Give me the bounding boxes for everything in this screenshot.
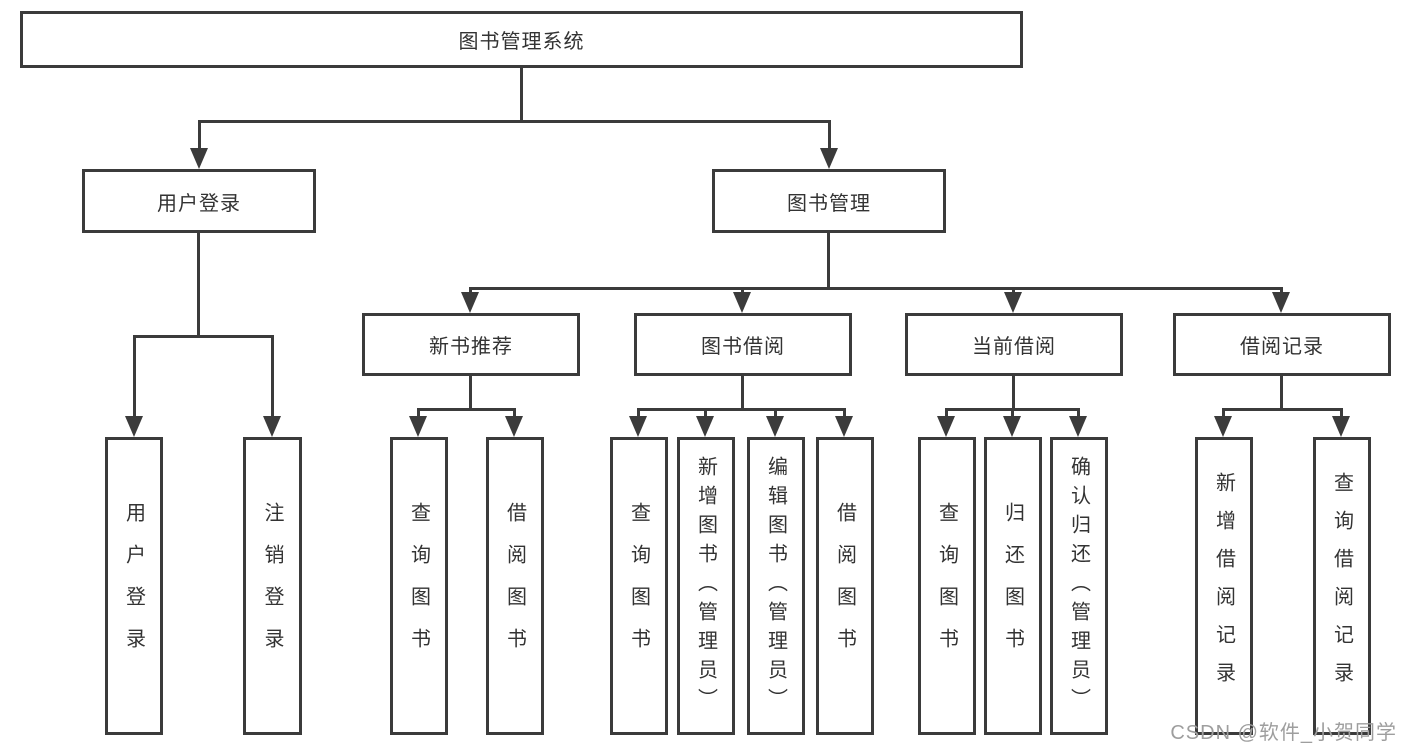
- connector-root-rail: [198, 120, 831, 123]
- connector-user-login-stem: [197, 233, 200, 335]
- leaf-add-books-admin: 新增图书（管理员）: [677, 437, 735, 735]
- node-new-book-recommend: 新书推荐: [362, 313, 580, 376]
- connector-drop-book-management: [828, 120, 831, 150]
- connector-drop: [774, 408, 777, 418]
- connector-borrow-records-stem: [1280, 376, 1283, 408]
- connector-borrow-records-rail: [1222, 408, 1343, 411]
- node-book-borrow: 图书借阅: [634, 313, 852, 376]
- arrowhead-book-management: [820, 148, 838, 169]
- connector-drop: [1340, 408, 1343, 418]
- arrowhead: [766, 416, 784, 437]
- node-label: 借阅记录: [1240, 336, 1324, 358]
- arrowhead: [1069, 416, 1087, 437]
- connector-drop: [945, 408, 948, 418]
- leaf-query-books-current: 查询图书: [918, 437, 976, 735]
- leaf-label: 新增借阅记录: [1212, 472, 1235, 700]
- arrowhead-borrow-records: [1272, 292, 1290, 313]
- connector-drop: [1077, 408, 1080, 418]
- leaf-label: 确认归还（管理员）: [1067, 455, 1090, 717]
- arrowhead-new-book: [461, 292, 479, 313]
- connector-current-borrow-stem: [1012, 376, 1015, 408]
- arrowhead: [1214, 416, 1232, 437]
- connector-drop-current-borrow: [1012, 287, 1015, 295]
- node-label: 图书管理: [787, 192, 871, 215]
- connector-drop: [637, 408, 640, 418]
- node-book-management: 图书管理: [712, 169, 946, 233]
- node-label: 新书推荐: [429, 336, 513, 358]
- connector-root-stem: [520, 68, 523, 120]
- leaf-return-books: 归还图书: [984, 437, 1042, 735]
- arrowhead-leaf-user-login: [125, 416, 143, 437]
- node-label: 用户登录: [157, 192, 241, 215]
- leaf-user-login: 用户登录: [105, 437, 163, 735]
- connector-drop: [704, 408, 707, 418]
- connector-drop: [843, 408, 846, 418]
- connector-drop-leaf-logout: [271, 335, 274, 418]
- arrowhead: [409, 416, 427, 437]
- connector-book-borrow-rail: [637, 408, 846, 411]
- connector-drop: [1011, 408, 1014, 418]
- arrowhead: [505, 416, 523, 437]
- connector-book-management-rail: [469, 287, 1283, 290]
- connector-drop: [1222, 408, 1225, 418]
- arrowhead: [629, 416, 647, 437]
- leaf-label: 归还图书: [1001, 502, 1024, 670]
- leaf-label: 新增图书（管理员）: [694, 455, 717, 717]
- leaf-label: 用户登录: [122, 502, 145, 670]
- leaf-label: 查询借阅记录: [1330, 472, 1353, 700]
- leaf-label: 编辑图书（管理员）: [764, 455, 787, 717]
- arrowhead-book-borrow: [733, 292, 751, 313]
- arrowhead-user-login: [190, 148, 208, 169]
- leaf-borrow-books: 借阅图书: [816, 437, 874, 735]
- leaf-logout: 注销登录: [243, 437, 302, 735]
- leaf-label: 查询图书: [627, 502, 650, 670]
- leaf-query-books-recommend: 查询图书: [390, 437, 448, 735]
- leaf-edit-books-admin: 编辑图书（管理员）: [747, 437, 805, 735]
- node-label: 当前借阅: [972, 336, 1056, 358]
- leaf-label: 借阅图书: [503, 502, 526, 670]
- arrowhead: [696, 416, 714, 437]
- connector-drop-leaf-user-login: [133, 335, 136, 418]
- connector-user-login-rail: [133, 335, 274, 338]
- node-label: 图书借阅: [701, 336, 785, 358]
- arrowhead: [1332, 416, 1350, 437]
- node-library-system-root: 图书管理系统: [20, 11, 1023, 68]
- csdn-watermark: CSDN @软件_小贺同学: [1170, 722, 1397, 744]
- leaf-label: 注销登录: [261, 502, 283, 670]
- leaf-query-borrow-record: 查询借阅记录: [1313, 437, 1371, 735]
- node-current-borrow: 当前借阅: [905, 313, 1123, 376]
- connector-drop-user-login: [198, 120, 201, 150]
- leaf-label: 查询图书: [935, 502, 958, 670]
- connector-drop-book-borrow: [741, 287, 744, 295]
- arrowhead: [1003, 416, 1021, 437]
- connector-book-borrow-stem: [741, 376, 744, 408]
- leaf-query-books-borrow: 查询图书: [610, 437, 668, 735]
- leaf-add-borrow-record: 新增借阅记录: [1195, 437, 1253, 735]
- connector-book-management-stem: [827, 233, 830, 287]
- connector-new-book-rail: [417, 408, 516, 411]
- node-borrow-records: 借阅记录: [1173, 313, 1391, 376]
- arrowhead-current-borrow: [1004, 292, 1022, 313]
- connector-new-book-stem: [469, 376, 472, 408]
- leaf-confirm-return-admin: 确认归还（管理员）: [1050, 437, 1108, 735]
- arrowhead: [937, 416, 955, 437]
- node-user-login: 用户登录: [82, 169, 316, 233]
- arrowhead: [835, 416, 853, 437]
- leaf-label: 查询图书: [407, 502, 430, 670]
- connector-drop-new-book: [469, 287, 472, 295]
- connector-drop-borrow-records: [1280, 287, 1283, 295]
- node-label: 图书管理系统: [458, 31, 585, 53]
- connector-drop: [417, 408, 420, 418]
- connector-drop: [513, 408, 516, 418]
- arrowhead-leaf-logout: [263, 416, 281, 437]
- leaf-borrow-books-recommend: 借阅图书: [486, 437, 544, 735]
- leaf-label: 借阅图书: [833, 502, 856, 670]
